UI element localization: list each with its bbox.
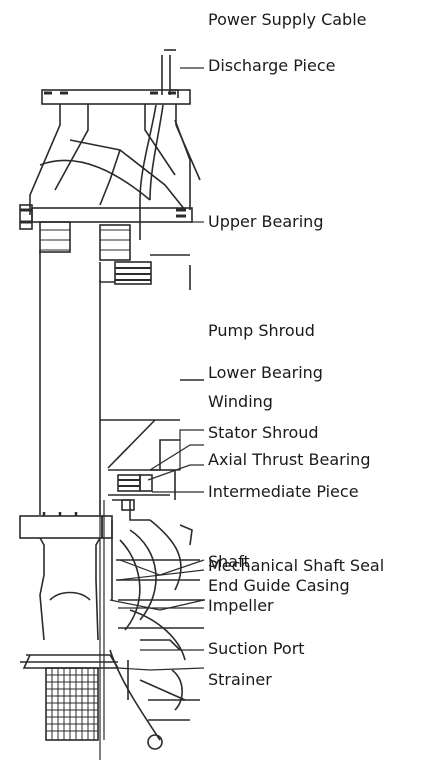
label-end-guide-casing: End Guide Casing	[208, 576, 350, 595]
label-strainer: Strainer	[208, 670, 272, 689]
label-mechanical-shaft-seal: Mechanical Shaft Seal	[208, 556, 385, 575]
leader-lines	[109, 67, 205, 671]
label-suction-port: Suction Port	[208, 639, 305, 658]
label-axial-thrust-bearing: Axial Thrust Bearing	[208, 450, 371, 469]
end-guide-casing-drawing	[116, 519, 205, 661]
label-lower-bearing: Lower Bearing	[208, 363, 323, 382]
intermediate-piece-drawing	[19, 512, 113, 600]
label-stator-shroud: Stator Shroud	[208, 423, 319, 442]
shaft-drawing	[99, 500, 105, 760]
label-upper-bearing: Upper Bearing	[208, 212, 324, 231]
strainer-drawing	[20, 654, 119, 741]
stator-section-drawing	[100, 419, 180, 521]
label-discharge-piece: Discharge Piece	[208, 56, 336, 75]
label-intermediate-piece: Intermediate Piece	[208, 482, 359, 501]
upper-bearing-drawing	[19, 204, 193, 290]
pump-shroud-drawing	[39, 250, 204, 515]
discharge-piece-drawing	[29, 89, 201, 215]
label-winding: Winding	[208, 392, 273, 411]
label-power-supply-cable: Power Supply Cable	[208, 10, 367, 29]
label-shaft: Shaft	[208, 552, 250, 571]
label-pump-shroud: Pump Shroud	[208, 321, 315, 340]
power-supply-cable-drawing	[139, 49, 191, 240]
label-impeller: Impeller	[208, 596, 274, 615]
